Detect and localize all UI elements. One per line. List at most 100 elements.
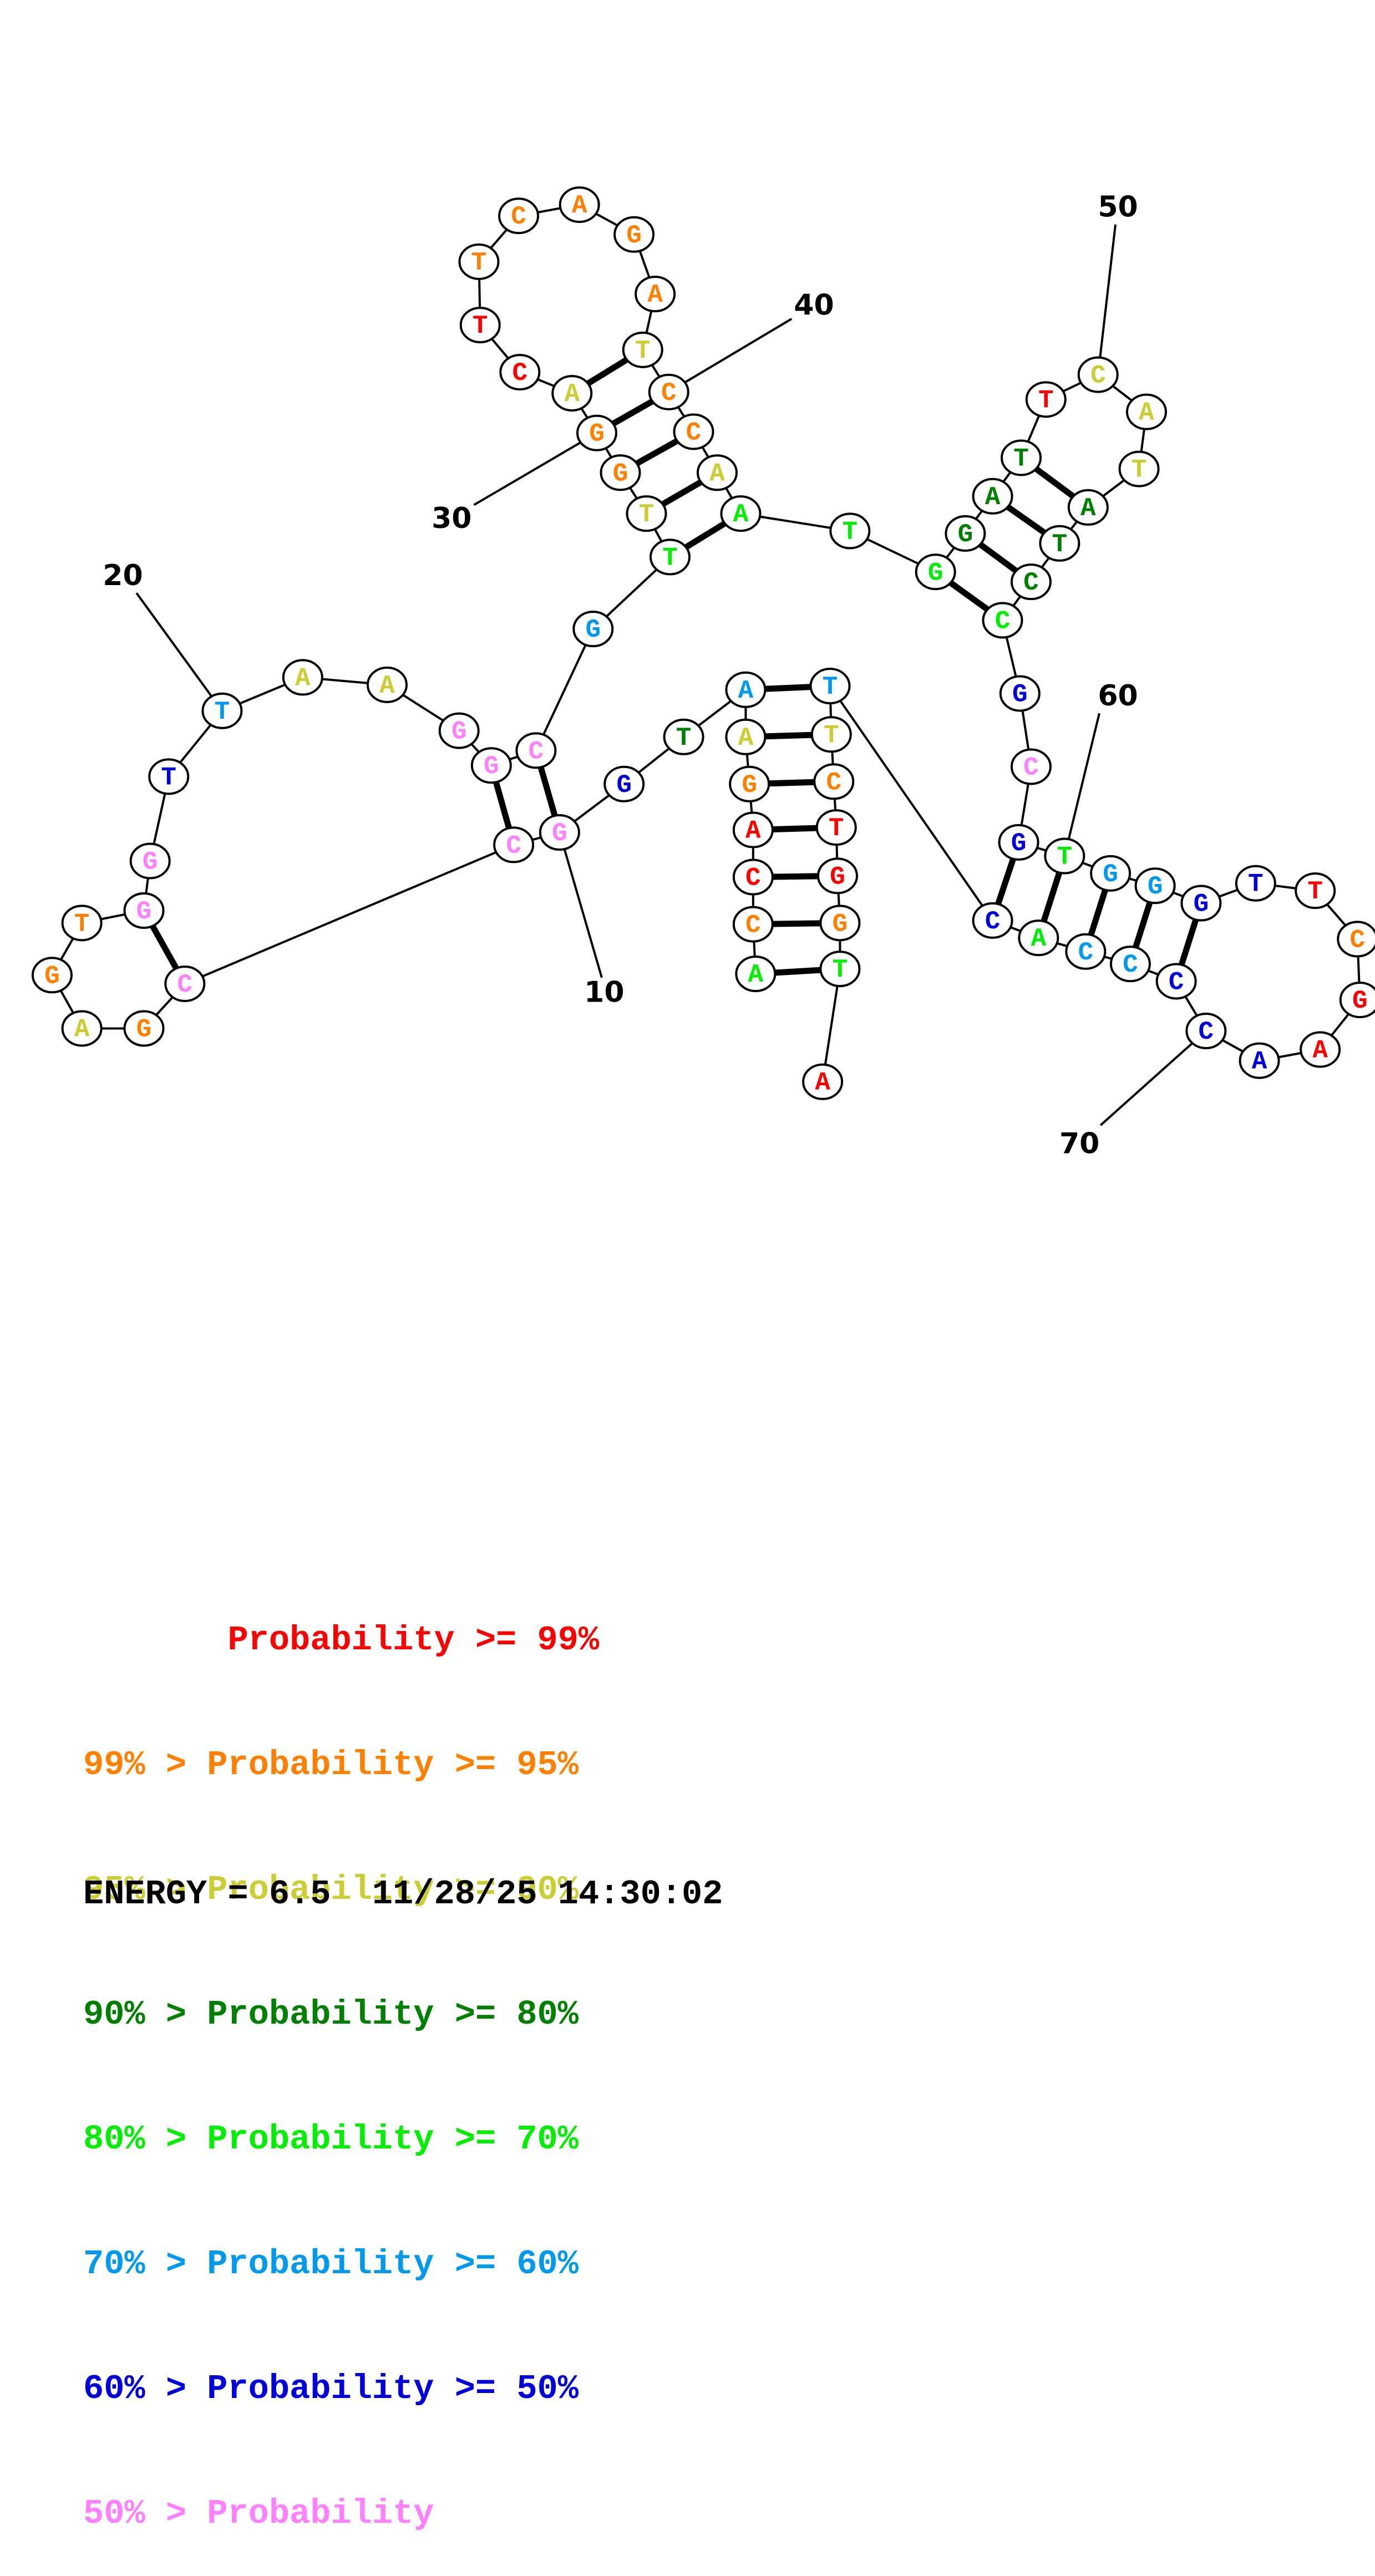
nucleotide: A <box>551 375 593 412</box>
index-tick-line <box>135 592 224 712</box>
nucleotide: T <box>1235 865 1276 902</box>
nucleotide-circle <box>1239 1042 1280 1079</box>
nucleotide: G <box>1090 855 1132 892</box>
nucleotide-letter: C <box>661 379 677 408</box>
legend-row-1: 99% > Probability >= 95% <box>83 1745 579 1785</box>
nucleotide-letter: C <box>1090 362 1106 390</box>
nucleotide-letter: T <box>473 312 488 341</box>
energy-footer: ENERGY = 6.5 11/28/25 14:30:02 <box>83 1874 723 1914</box>
nucleotide: T <box>1044 837 1085 875</box>
nucleotide-letter: G <box>44 962 60 990</box>
nucleotide-circle <box>945 515 986 552</box>
nucleotide-letter: C <box>1023 753 1039 782</box>
nucleotide-letter: T <box>662 543 678 572</box>
nucleotide-circle <box>1337 921 1375 958</box>
nucleotide: C <box>1065 933 1107 970</box>
nucleotide-circle <box>515 732 557 769</box>
nucleotide-letter: T <box>823 673 838 702</box>
backbone-segment <box>829 685 994 921</box>
nucleotide-circle <box>148 758 190 795</box>
nucleotide-circle <box>1109 946 1151 983</box>
nucleotide: G <box>819 905 861 942</box>
index-label: 10 <box>584 976 624 1009</box>
nucleotide-letter: G <box>552 819 567 848</box>
nucleotide-circle <box>61 1010 103 1047</box>
nucleotide-circle <box>1180 885 1222 922</box>
nucleotide-circle <box>663 718 704 755</box>
nucleotide: T <box>201 692 243 729</box>
nucleotide-letter: C <box>745 864 761 893</box>
nucleotide-letter: T <box>829 814 844 843</box>
nucleotide-circle <box>1044 837 1085 875</box>
nucleotide: G <box>729 765 770 802</box>
nucleotide-letter: C <box>506 831 521 860</box>
nucleotide-letter: A <box>985 483 1001 512</box>
nucleotide-letter: C <box>1169 968 1184 997</box>
nucleotide: C <box>1077 356 1119 393</box>
nucleotide: C <box>1010 748 1052 785</box>
nucleotide: T <box>819 951 861 988</box>
nucleotide: G <box>1134 867 1176 905</box>
nucleotide: A <box>735 956 777 993</box>
nucleotide-circle <box>459 307 501 344</box>
nucleotide: A <box>1125 393 1167 430</box>
nucleotide-circle <box>1067 489 1109 526</box>
nucleotide: A <box>802 1063 844 1100</box>
nucleotide-circle <box>729 765 770 802</box>
nucleotide-circle <box>998 824 1039 861</box>
nucleotide-circle <box>725 718 767 755</box>
nucleotide: G <box>915 553 956 591</box>
index-tick-line <box>668 318 793 393</box>
nucleotide-circle <box>164 965 206 1002</box>
nucleotide: A <box>1018 919 1059 957</box>
nucleotide-circle <box>1077 356 1119 393</box>
nucleotide: G <box>998 824 1039 861</box>
nucleotide: T <box>1118 450 1160 487</box>
nucleotide-letter: A <box>733 500 749 529</box>
nucleotide-circle <box>458 243 500 281</box>
nucleotide-circle <box>539 814 580 851</box>
nucleotide-letter: A <box>709 459 725 488</box>
nucleotide-circle <box>366 666 408 703</box>
nucleotide-letter: A <box>295 664 311 693</box>
nucleotide: T <box>809 668 851 705</box>
nucleotide-circle <box>810 716 852 753</box>
nucleotide-circle <box>613 216 655 253</box>
nucleotide-letter: G <box>1148 872 1163 901</box>
nucleotide-letter: G <box>589 420 605 449</box>
nucleotide-letter: T <box>1057 843 1073 872</box>
nucleotide-circle <box>572 611 614 648</box>
nucleotide: A <box>559 186 600 223</box>
nucleotide: T <box>810 716 852 753</box>
nucleotide: G <box>816 857 858 895</box>
nucleotide-circle <box>61 905 103 942</box>
nucleotide: A <box>725 671 767 708</box>
nucleotide: A <box>725 718 767 755</box>
nucleotide: G <box>1339 982 1375 1019</box>
nucleotide-circle <box>1185 1012 1227 1049</box>
nucleotide: G <box>539 814 580 851</box>
nucleotide-circle <box>31 957 73 994</box>
nucleotide: G <box>572 611 614 648</box>
nucleotide-letter: G <box>742 771 757 800</box>
nucleotide-circle <box>1300 1031 1341 1068</box>
nucleotide: G <box>123 1010 165 1047</box>
index-label: 70 <box>1059 1127 1099 1161</box>
nucleotide: T <box>61 905 103 942</box>
nucleotide: T <box>649 538 691 576</box>
index-tick-line <box>473 431 598 506</box>
nucleotide-letter: T <box>1248 870 1264 899</box>
nucleotide-letter: A <box>572 191 587 220</box>
nucleotide-circle <box>1134 867 1176 905</box>
nucleotide: C <box>1109 946 1151 983</box>
nucleotide: A <box>696 454 738 491</box>
nucleotide-letter: C <box>511 202 526 231</box>
nucleotide-circle <box>438 712 480 749</box>
nucleotide-circle <box>1025 381 1067 418</box>
nucleotide-letter: G <box>958 520 973 549</box>
legend-row-4: 80% > Probability >= 70% <box>83 2120 579 2159</box>
nucleotide: T <box>663 718 704 755</box>
nucleotide-letter: A <box>1031 924 1047 953</box>
